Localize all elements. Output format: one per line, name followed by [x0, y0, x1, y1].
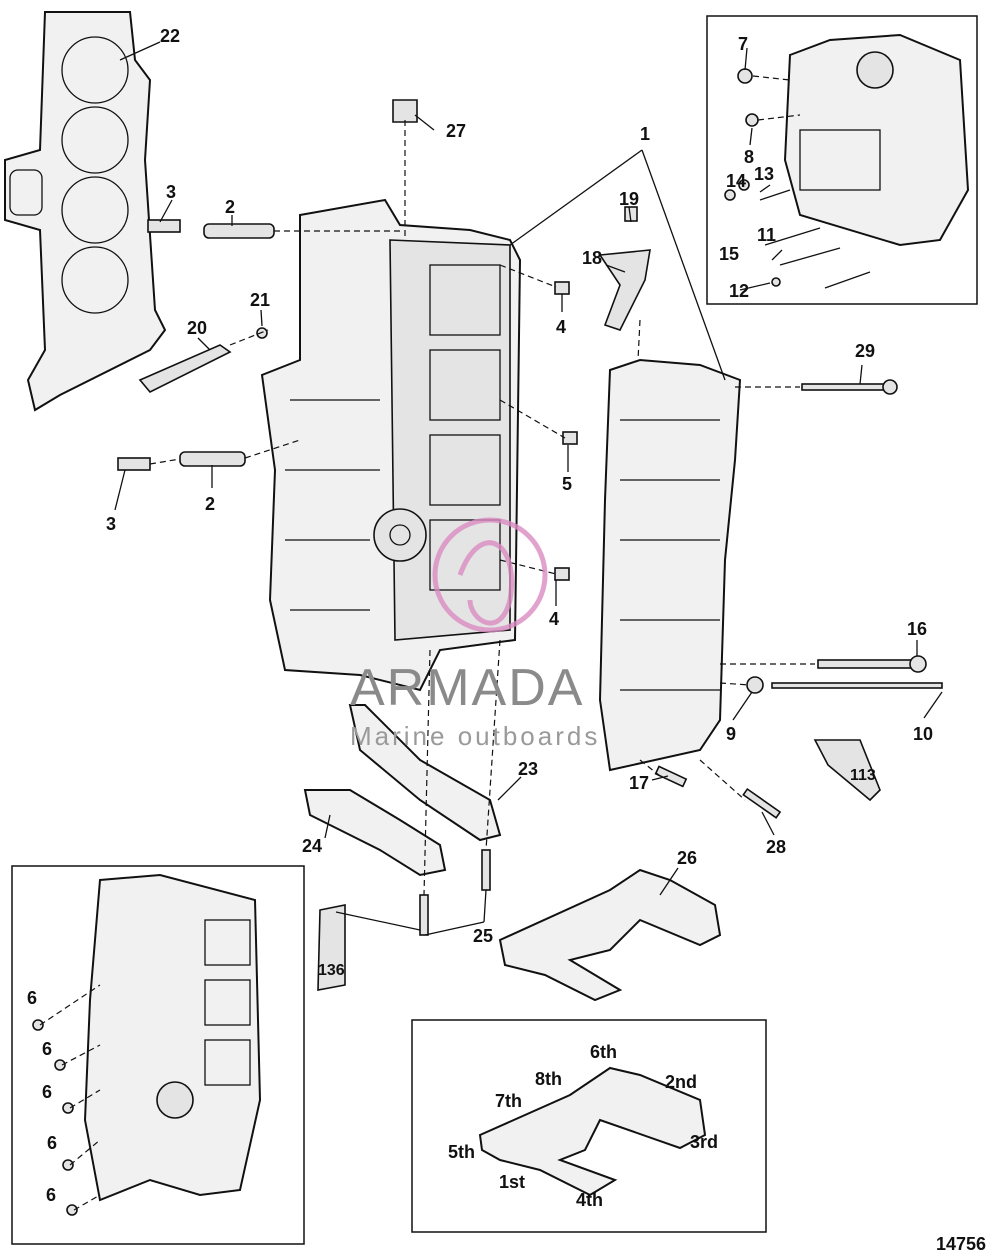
callout-14: 14 [726, 171, 746, 191]
sequence-2nd: 2nd [665, 1072, 697, 1092]
callout-6a: 6 [27, 988, 37, 1008]
fasteners [117, 99, 943, 991]
cylinder-block [260, 198, 522, 692]
sequence-8th: 8th [535, 1069, 562, 1089]
cylinder-head [598, 358, 742, 772]
callout-22: 22 [160, 26, 180, 46]
inset-top-right-part [724, 33, 970, 289]
callout-2b: 2 [205, 494, 215, 514]
callout-11: 11 [757, 225, 776, 245]
callout-24: 24 [302, 836, 322, 856]
sealant-tube-113: 113 [850, 767, 876, 784]
inset-top-right [706, 15, 978, 305]
lower-gasket [498, 868, 722, 1002]
callout-15: 15 [719, 244, 739, 264]
leader-lines [114, 41, 943, 936]
watermark-subtitle: Marine outboards [350, 721, 600, 751]
inset-lower-left-part [32, 873, 262, 1216]
callout-29: 29 [855, 341, 875, 361]
sequence-1st: 1st [499, 1172, 525, 1192]
sealant-tube-136: 136 [318, 962, 345, 979]
callout-21: 21 [250, 290, 270, 310]
callout-28: 28 [766, 837, 786, 857]
callout-4b: 4 [549, 609, 559, 629]
callout-16: 16 [907, 619, 927, 639]
callout-13: 13 [754, 164, 774, 184]
torque-sequence-labels: 1st 2nd 3rd 4th 5th 6th 7th 8th [448, 1042, 718, 1210]
callout-7: 7 [738, 34, 748, 54]
sequence-4th: 4th [576, 1190, 603, 1210]
callout-12: 12 [729, 281, 749, 301]
gasket-sequence-drawing [478, 1066, 707, 1197]
chain-guide-24 [303, 789, 447, 877]
callout-9: 9 [726, 724, 736, 744]
callout-20: 20 [187, 318, 207, 338]
diagram-id: 14756 [936, 1234, 986, 1254]
sealant-label-113: 113 [850, 767, 876, 784]
callout-18: 18 [582, 248, 602, 268]
callout-6c: 6 [42, 1082, 52, 1102]
callout-5: 5 [562, 474, 572, 494]
callout-10: 10 [913, 724, 933, 744]
chain-guide-23 [348, 704, 502, 842]
watermark: ARMADA Marine outboards [350, 517, 600, 751]
head-gasket [4, 11, 167, 412]
sequence-5th: 5th [448, 1142, 475, 1162]
sealant-label-136: 136 [318, 962, 345, 979]
callout-3: 3 [166, 182, 176, 202]
callout-6e: 6 [46, 1185, 56, 1205]
callout-2: 2 [225, 197, 235, 217]
callout-26: 26 [677, 848, 697, 868]
callout-1: 1 [640, 124, 650, 144]
callout-27: 27 [446, 121, 466, 141]
callout-19: 19 [619, 189, 639, 209]
callout-6d: 6 [47, 1133, 57, 1153]
sequence-7th: 7th [495, 1091, 522, 1111]
callout-labels: 1 2 2 3 3 4 4 5 6 6 6 6 6 7 8 9 10 11 12… [27, 26, 933, 1205]
callout-25: 25 [473, 926, 493, 946]
callout-4: 4 [556, 317, 566, 337]
watermark-title: ARMADA [350, 659, 584, 717]
alignment-lines [39, 75, 815, 1211]
callout-3b: 3 [106, 514, 116, 534]
callout-6b: 6 [42, 1039, 52, 1059]
torque-sequence-box [411, 1019, 767, 1233]
callout-23: 23 [518, 759, 538, 779]
callout-8: 8 [744, 147, 754, 167]
sequence-6th: 6th [590, 1042, 617, 1062]
inset-lower-left [11, 865, 305, 1245]
callout-17: 17 [629, 773, 649, 793]
sequence-3rd: 3rd [690, 1132, 718, 1152]
